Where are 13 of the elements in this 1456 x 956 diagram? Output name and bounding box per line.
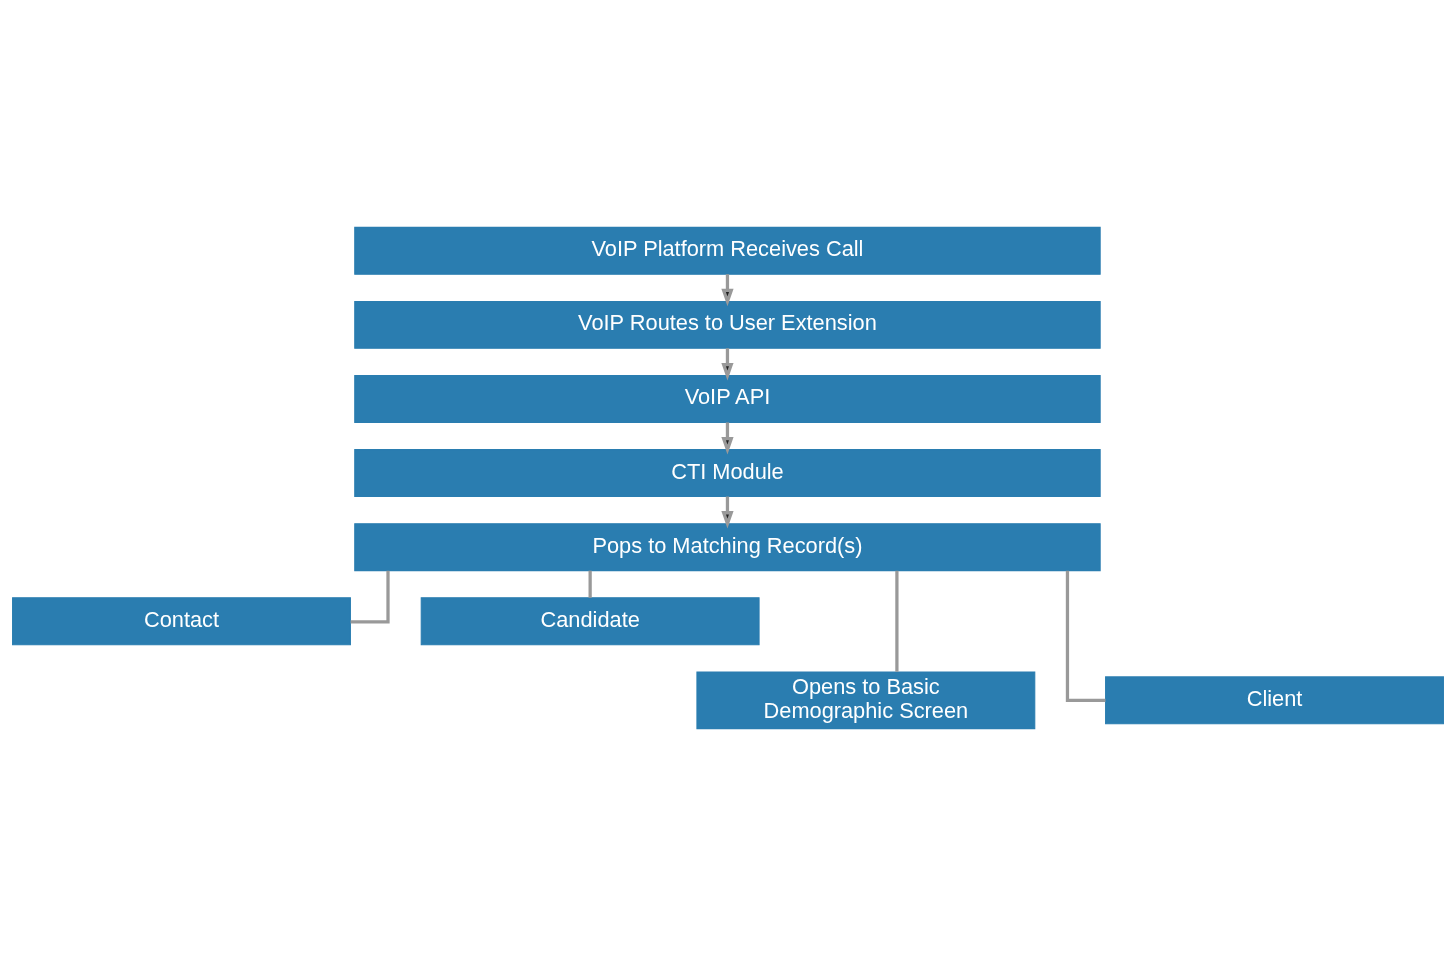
node-box: Contact — [12, 597, 351, 646]
node-box: Pops to Matching Record(s) — [354, 523, 1101, 572]
node-box: VoIP API — [354, 375, 1101, 423]
node-box: Client — [1105, 676, 1444, 725]
node-box: VoIP Routes to User Extension — [354, 300, 1101, 349]
node-box: VoIP Platform Receives Call — [354, 226, 1101, 275]
node-box: Opens to Basic Demographic Screen — [696, 671, 1036, 730]
connector — [895, 570, 899, 672]
node-box: CTI Module — [354, 449, 1101, 498]
connector — [588, 570, 592, 598]
node-box: Candidate — [420, 597, 760, 646]
connector — [350, 570, 390, 624]
connector — [1065, 570, 1106, 702]
